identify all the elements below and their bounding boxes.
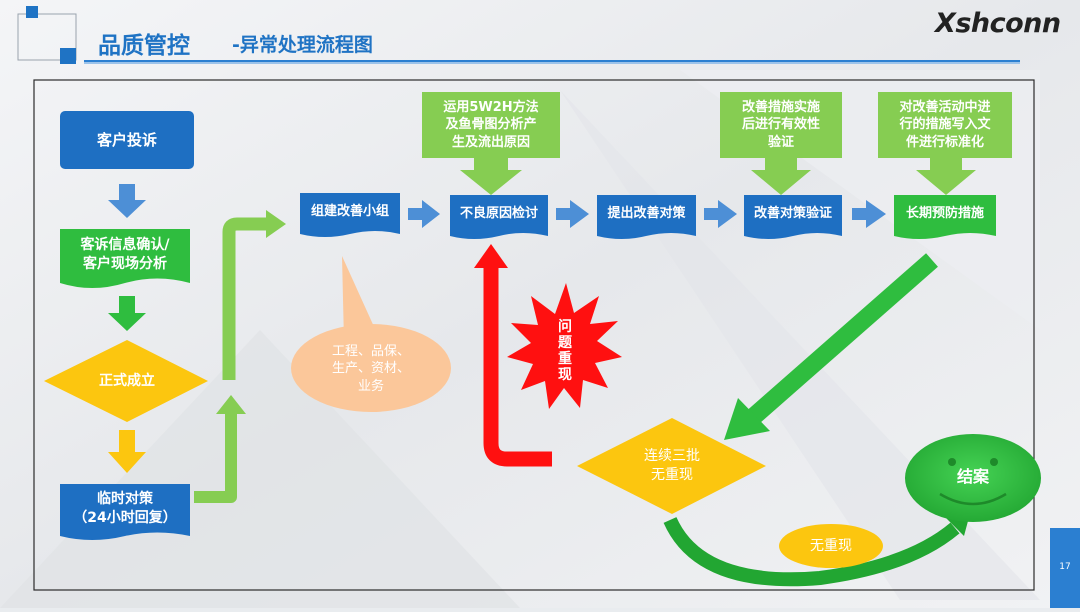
countermeasure-box xyxy=(597,195,696,239)
content-frame xyxy=(33,79,1035,591)
no-recur-ellipse xyxy=(779,524,883,568)
verify-box xyxy=(744,195,842,239)
recur-starburst xyxy=(507,283,622,409)
root-cause-label: 不良原因检讨 xyxy=(459,206,538,222)
decision-label: 连续三批 无重现 xyxy=(644,448,700,483)
brand-logo: Xshconn xyxy=(935,8,1061,39)
verify-label: 改善对策验证 xyxy=(753,206,832,222)
members-bubble xyxy=(291,256,451,412)
page-title: 品质管控 xyxy=(98,33,190,59)
recur-label: 问 题 重 现 xyxy=(558,318,572,384)
countermeasure-label: 提出改善对策 xyxy=(607,206,686,222)
prevention-label: 长期预防措施 xyxy=(905,206,984,222)
no-recur-label: 无重现 xyxy=(810,537,852,554)
page-number: 17 xyxy=(1059,562,1071,572)
flow-arrows xyxy=(408,200,886,228)
page-number-tab xyxy=(1050,528,1080,608)
page-subtitle: -异常处理流程图 xyxy=(232,34,373,56)
decision-diamond xyxy=(577,418,766,514)
close-label: 结案 xyxy=(956,467,989,487)
root-cause-box xyxy=(450,195,548,239)
arrow-down-3 xyxy=(108,430,146,473)
establish-diamond xyxy=(44,340,208,422)
green-connectors xyxy=(194,210,286,503)
complaint-box xyxy=(60,111,194,169)
header-decor xyxy=(17,6,1020,64)
recur-arrow xyxy=(474,244,552,467)
confirm-box xyxy=(60,229,190,288)
temporary-label: 临时对策 （24小时回复） xyxy=(73,491,177,526)
team-members-label: 工程、品保、 生产、资材、 业务 xyxy=(331,343,410,394)
team-label: 组建改善小组 xyxy=(310,204,389,220)
close-smiley xyxy=(905,434,1041,522)
arrow-down-1 xyxy=(108,184,146,218)
arrow-down-2 xyxy=(108,296,146,331)
establish-label: 正式成立 xyxy=(99,372,155,389)
return-arrow xyxy=(724,253,938,440)
callout-verify: 改善措施实施 后进行有效性 验证 xyxy=(741,99,820,150)
prevention-box xyxy=(894,195,996,239)
complaint-label: 客户投诉 xyxy=(96,130,157,149)
callout-standard: 对改善活动中进 行的措施写入文 件进行标准化 xyxy=(899,99,991,150)
team-box xyxy=(300,193,400,237)
confirm-label: 客诉信息确认/ 客户现场分析 xyxy=(80,237,170,272)
callout-5w2h: 运用5W2H方法 及鱼骨图分析产 生及流出原因 xyxy=(443,99,539,150)
callouts xyxy=(422,92,1012,195)
temporary-box xyxy=(60,484,190,540)
